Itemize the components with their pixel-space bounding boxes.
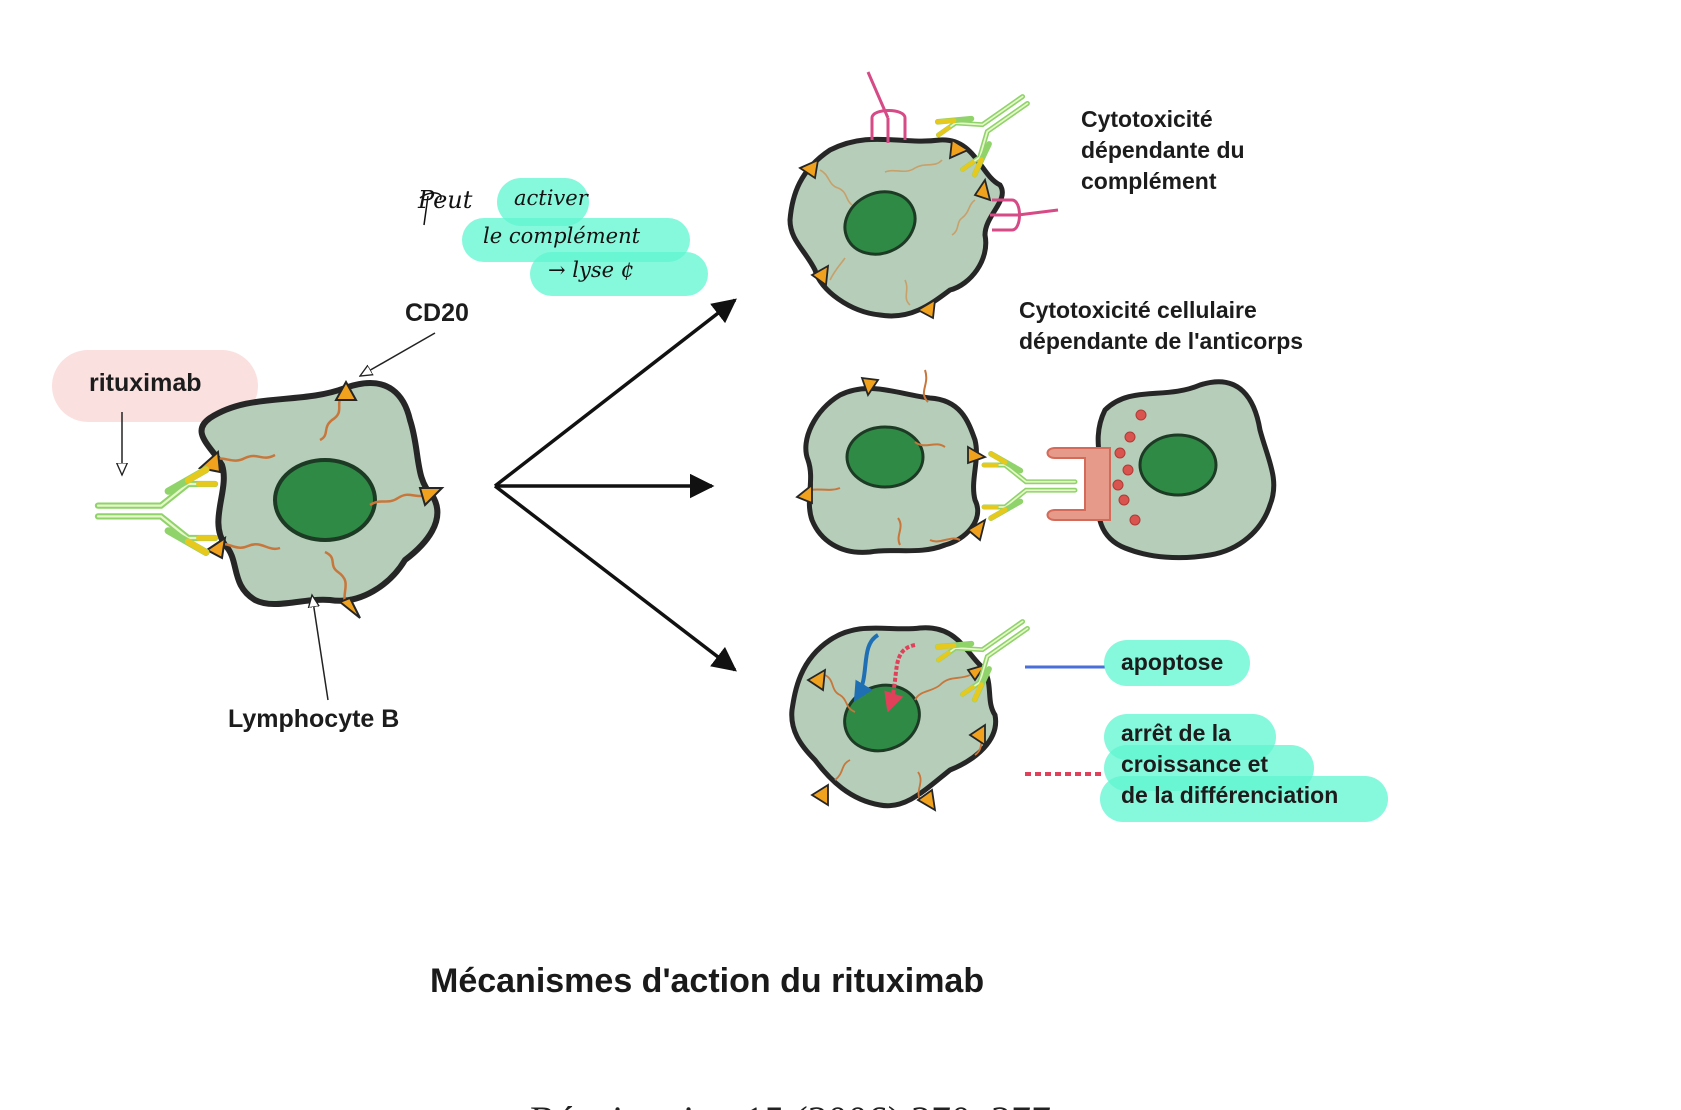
cd20-pointer — [360, 332, 436, 376]
adcc-label-line: Cytotoxicité cellulaire — [1019, 297, 1257, 323]
cdc-label-line: Cytotoxicité — [1081, 106, 1213, 132]
arret-highlight-3 — [1100, 776, 1388, 822]
adcc-label-line: dépendante de l'anticorps — [1019, 328, 1304, 354]
handwritten-note-line-4: → lyse ¢ — [548, 258, 635, 282]
nucleus — [1138, 433, 1218, 497]
handwritten-note-line-3: le complément — [483, 224, 641, 248]
cd20-label: CD20 — [405, 299, 469, 327]
adcc-target-cell — [795, 369, 1075, 555]
apoptose-label: apoptose — [1121, 649, 1224, 675]
rituximab-highlight — [52, 350, 258, 422]
apoptosis-highlight — [1104, 640, 1250, 686]
handwritten-stroke — [419, 192, 442, 226]
lymphocyte-pointer — [312, 595, 329, 701]
handwritten-note-line-2: activer — [514, 186, 588, 210]
note-highlight-1 — [497, 178, 589, 226]
arrest-signal-arrow — [884, 643, 916, 713]
adcc-effector-cell — [1046, 379, 1277, 561]
fc-receptor — [1046, 447, 1111, 521]
nucleus — [273, 458, 377, 542]
arrow-to-cdc — [493, 298, 737, 488]
figure-title: Mécanismes d'action du rituximab — [430, 962, 985, 1000]
apoptosis-signal-arrow — [853, 633, 880, 702]
cdc-cell — [787, 72, 1059, 320]
clipped-footer-citation: Réanimation 15 (2006) 270–277 — [530, 1098, 1051, 1110]
nucleus — [845, 425, 925, 489]
note-highlight-2 — [462, 218, 690, 262]
handwritten-note-line-1: Peut — [418, 186, 473, 214]
arret-label-line: croissance et — [1121, 751, 1269, 777]
note-highlight-3 — [530, 252, 708, 296]
cdc-label: Cytotoxicité dépendante du complément — [1081, 104, 1245, 197]
arret-label-line: arrêt de la — [1121, 720, 1231, 746]
adcc-label: Cytotoxicité cellulaire dépendante de l'… — [1019, 295, 1303, 357]
b-lymphocyte-cell — [98, 379, 445, 619]
arret-label: arrêt de la croissance et de la différen… — [1121, 718, 1338, 811]
lymphocyte-b-label: Lymphocyte B — [228, 705, 400, 733]
arrow-to-apoptosis — [493, 484, 737, 672]
cdc-label-line: dépendante du — [1081, 137, 1245, 163]
apoptosis-cell — [789, 599, 1044, 812]
clipped-footer-text: Réanimation 15 (2006) 270–277 — [530, 1098, 1051, 1110]
branch-arrows — [493, 298, 737, 672]
rituximab-label: rituximab — [89, 369, 202, 397]
cdc-label-line: complément — [1081, 168, 1217, 194]
arret-label-line: de la différenciation — [1121, 782, 1339, 808]
nucleus — [843, 190, 917, 256]
